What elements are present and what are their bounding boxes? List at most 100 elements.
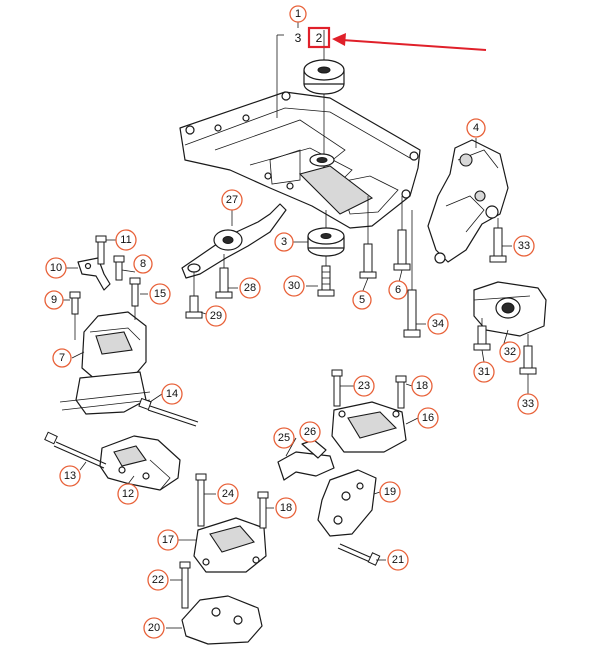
bracket-20 (181, 595, 263, 645)
callout-8-label: 8 (140, 258, 146, 270)
callout-16: 16 (417, 407, 439, 429)
callout-9-label: 9 (51, 294, 57, 306)
callout-32-label: 32 (504, 346, 516, 358)
callout-22: 22 (147, 569, 169, 591)
callout-9: 9 (44, 290, 64, 310)
callout-1-label: 1 (295, 8, 301, 20)
callout-28-label: 28 (244, 282, 256, 294)
bolt-30 (317, 265, 335, 297)
callout-14-label: 14 (166, 388, 178, 400)
bolt-21 (337, 543, 381, 566)
callout-1: 1 (289, 5, 307, 23)
bolt-33-lower (519, 334, 537, 375)
callout-17-label: 17 (162, 534, 174, 546)
callout-16-label: 16 (422, 412, 434, 424)
callout-13-label: 13 (64, 470, 76, 482)
callout-5: 5 (352, 290, 372, 310)
callout-23: 23 (353, 375, 375, 397)
top-leaders (276, 22, 299, 118)
bolt-11 (95, 235, 107, 265)
bolt-33-upper (489, 218, 507, 263)
callout-19: 19 (379, 481, 401, 503)
callout-29: 29 (205, 305, 227, 327)
bolt-28 (215, 254, 233, 299)
bolt-5 (359, 196, 377, 279)
callout-18-lower: 18 (275, 497, 297, 519)
callout-2-label: 2 (316, 31, 323, 45)
callout-7-label: 7 (59, 352, 65, 364)
bracket-10 (77, 257, 111, 291)
bolt-9 (69, 291, 81, 340)
callout-18-lower-label: 18 (280, 502, 292, 514)
callout-4: 4 (466, 118, 486, 138)
callout-3-top-label: 3 (295, 31, 302, 45)
callout-8: 8 (133, 254, 153, 274)
callout-27-label: 27 (226, 194, 238, 206)
callout-7: 7 (52, 348, 72, 368)
torque-arm (181, 203, 287, 319)
callout-3-label: 3 (281, 236, 287, 248)
callout-22-label: 22 (152, 574, 164, 586)
bolt-24 (195, 473, 207, 527)
callout-12-label: 12 (122, 488, 134, 500)
callout-18-upper: 18 (411, 375, 433, 397)
callout-25-label: 25 (278, 432, 290, 444)
engine-mount-left (59, 311, 151, 415)
callout-30: 30 (283, 275, 305, 297)
bolt-34 (403, 210, 421, 338)
highlight-annotation (307, 26, 487, 51)
bolt-22 (179, 561, 191, 609)
callout-11-label: 11 (120, 234, 131, 246)
callout-14: 14 (161, 383, 183, 405)
callout-20-label: 20 (148, 622, 160, 634)
upper-bushing (303, 30, 345, 154)
callout-21-label: 21 (392, 554, 404, 566)
callout-27: 27 (221, 189, 243, 211)
callout-2: 2 (316, 31, 323, 45)
callout-5-label: 5 (359, 294, 365, 306)
callout-34: 34 (427, 313, 449, 335)
bolt-15 (129, 277, 141, 320)
callout-6: 6 (388, 280, 408, 300)
callout-10: 10 (45, 257, 67, 279)
gearbox-mount-left (99, 435, 181, 491)
callout-31: 31 (473, 361, 495, 383)
callout-19-label: 19 (384, 486, 396, 498)
bracket-19 (317, 469, 377, 537)
gearbox-bracket (427, 139, 509, 264)
bolt-18-lower (257, 491, 269, 529)
callout-11: 11 (115, 229, 137, 251)
callout-3-top: 3 (295, 31, 302, 45)
highlight-arrow-head (332, 33, 346, 46)
bolt-14 (138, 397, 199, 427)
lower-bushing (307, 210, 345, 272)
callout-31-label: 31 (478, 366, 490, 378)
callout-33-upper-label: 33 (518, 240, 530, 252)
rear-bushing (473, 281, 547, 337)
callout-32: 32 (499, 341, 521, 363)
bolt-18-upper (395, 375, 407, 409)
bolt-13 (44, 431, 107, 469)
bracket-25 (277, 439, 335, 481)
callout-26-label: 26 (304, 426, 316, 438)
callout-6-label: 6 (395, 284, 401, 296)
callout-4-label: 4 (473, 122, 479, 134)
callout-33-lower: 33 (517, 393, 539, 415)
callout-25: 25 (273, 427, 295, 449)
callout-20: 20 (143, 617, 165, 639)
bolt-23 (331, 369, 343, 407)
callout-28: 28 (239, 277, 261, 299)
callout-33-upper: 33 (513, 235, 535, 257)
callout-12: 12 (117, 483, 139, 505)
callout-24: 24 (217, 483, 239, 505)
callout-13: 13 (59, 465, 81, 487)
callout-34-label: 34 (432, 318, 444, 330)
callout-30-label: 30 (288, 280, 300, 292)
engine-mount-right (331, 401, 407, 453)
subframe (179, 91, 421, 229)
callout-29-label: 29 (210, 310, 222, 322)
bolt-6 (393, 196, 411, 271)
gearbox-mount-lower (193, 517, 267, 573)
callout-24-label: 24 (222, 488, 234, 500)
callout-26: 26 (299, 421, 321, 443)
